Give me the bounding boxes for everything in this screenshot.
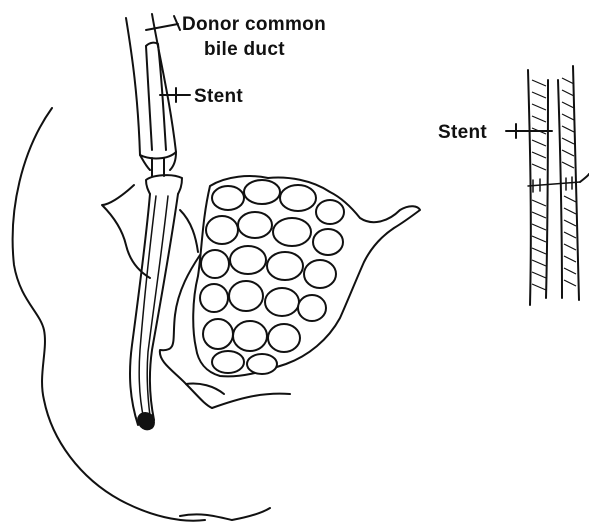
- donor-duct-wall-left: [126, 18, 140, 155]
- tissue-fold-lower: [180, 210, 198, 252]
- body-contour-tail: [180, 508, 270, 520]
- pancreas-lobule: [280, 185, 316, 211]
- pancreas-lobule: [200, 284, 228, 312]
- stent-upper-left: [146, 46, 152, 150]
- pancreas-lobule: [313, 229, 343, 255]
- pancreas-lobule: [298, 295, 326, 321]
- donor-duct-leader: [146, 16, 180, 30]
- pancreas-lobule: [273, 218, 311, 246]
- inset-duct-wall-left: [528, 70, 531, 305]
- inset-stent-wall-right: [558, 80, 562, 298]
- pancreas-lobule: [238, 212, 272, 238]
- pancreas-lobule: [212, 186, 244, 210]
- duodenum-lower: [212, 394, 290, 408]
- recipient-duct-cuff: [146, 175, 182, 194]
- inset-stent-wall-left: [546, 80, 548, 298]
- pancreas-lobule: [265, 288, 299, 316]
- pancreas-lobule: [267, 252, 303, 280]
- pancreas-lobule: [244, 180, 280, 204]
- pancreas-lobule: [304, 260, 336, 288]
- stent-upper-right: [158, 44, 166, 150]
- pancreas-lobule: [233, 321, 267, 351]
- pancreas-lobule: [268, 324, 300, 352]
- pancreas: [193, 176, 420, 376]
- pancreas-lobule: [230, 246, 266, 274]
- pancreas-lobule: [247, 354, 277, 374]
- donor-duct-label-line1: Donor common: [182, 14, 326, 35]
- stent-right-label: Stent: [438, 122, 487, 143]
- pancreas-lobule: [316, 200, 344, 224]
- stent-upper-cap: [146, 43, 158, 46]
- pancreas-lobule: [203, 319, 233, 349]
- stent-tip: [138, 413, 154, 430]
- pancreas-lobule: [206, 216, 238, 244]
- pancreas-lobule: [212, 351, 244, 373]
- stent-left-label: Stent: [194, 86, 243, 107]
- donor-duct-label-line2: bile duct: [204, 39, 285, 60]
- donor-duct-cuff: [140, 152, 176, 170]
- pancreas-lobule: [201, 250, 229, 278]
- pancreas-lobule: [229, 281, 263, 311]
- body-contour: [13, 108, 205, 521]
- inset-duct-cross-section: [506, 66, 589, 305]
- stent-left-leader: [160, 88, 190, 102]
- anastomosis-neck: [152, 158, 164, 176]
- inset-anastomosis-pointer: [580, 174, 589, 182]
